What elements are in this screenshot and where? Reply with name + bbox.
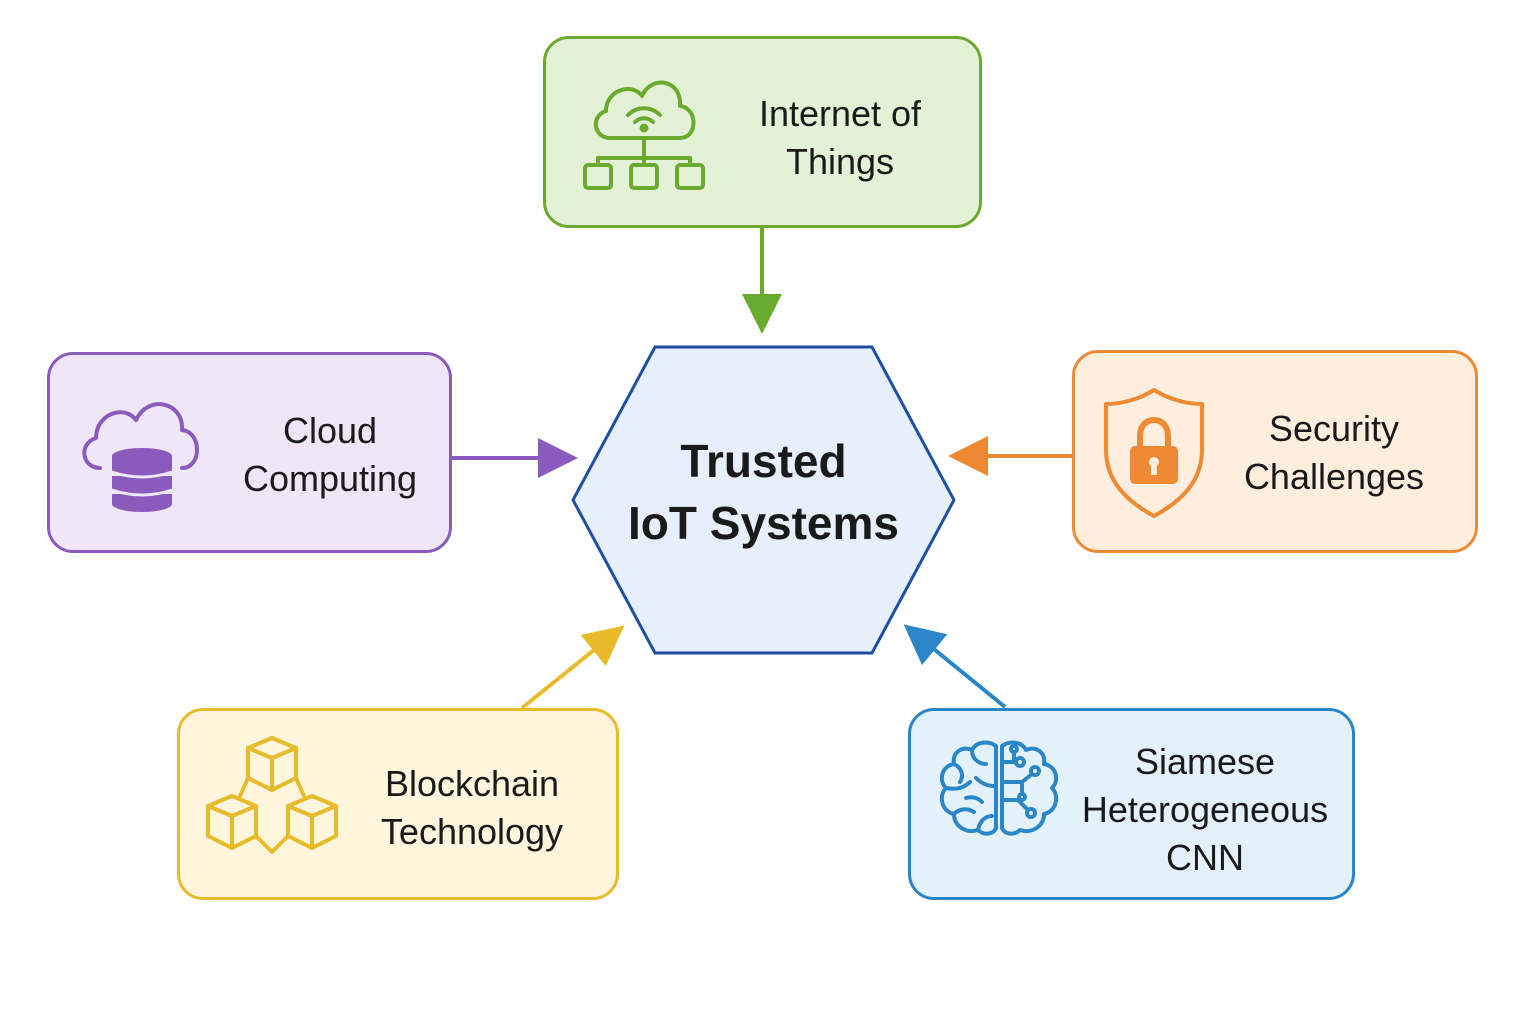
cloud-database-icon	[82, 402, 199, 512]
arrow-blockchain-to-center	[520, 625, 625, 710]
node-label-line: Computing	[242, 458, 418, 499]
node-label-line: CNN	[1166, 837, 1244, 878]
node-label-line: Security	[1268, 408, 1400, 449]
brain-circuit-icon	[939, 740, 1059, 836]
node-siamese-heterogeneous-cnn	[908, 708, 1355, 900]
node-label-line: Technology	[380, 811, 564, 852]
center-label-line: IoT Systems	[628, 497, 899, 549]
arrow-cnn-to-center	[903, 624, 1007, 709]
node-label: Security Challenges	[1216, 405, 1452, 501]
node-label-line: Things	[785, 141, 895, 182]
node-label: Blockchain Technology	[352, 760, 592, 856]
cloud-wifi-network-icon	[583, 80, 705, 190]
node-label-line: Blockchain	[384, 763, 560, 804]
center-label: Trusted IoT Systems	[573, 430, 954, 554]
node-label-line: Heterogeneous	[1081, 789, 1329, 830]
node-label: Siamese Heterogeneous CNN	[1070, 738, 1340, 882]
node-label: Internet of Things	[720, 90, 960, 186]
node-label: Cloud Computing	[212, 407, 448, 503]
shield-lock-icon	[1104, 388, 1204, 518]
node-internet-of-things	[543, 36, 982, 228]
node-cloud-computing	[47, 352, 452, 553]
node-label-line: Internet of	[758, 93, 922, 134]
blocks-cubes-icon	[206, 736, 338, 854]
node-label-line: Siamese	[1134, 741, 1276, 782]
center-label-line: Trusted	[680, 435, 847, 487]
node-label-line: Cloud	[282, 410, 378, 451]
node-label-line: Challenges	[1243, 456, 1425, 497]
